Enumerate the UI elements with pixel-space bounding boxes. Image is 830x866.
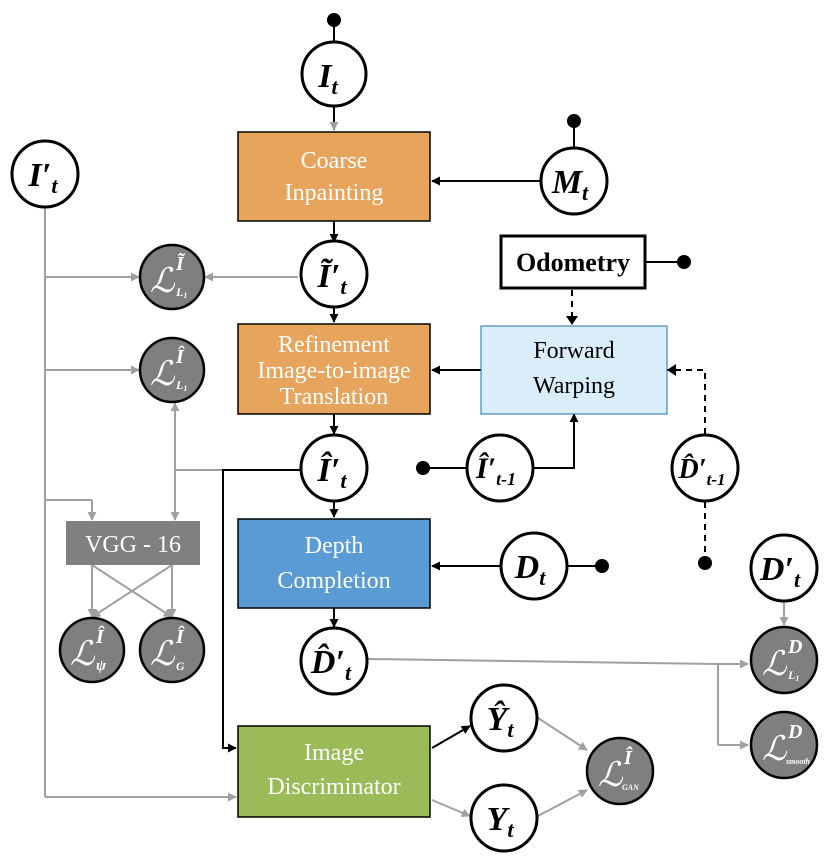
svg-text:ℒ: ℒ [70,634,96,674]
svg-text:Î′t: Î′t [317,451,348,493]
dashed-connections [571,290,706,562]
node-D-hat-prime-t-minus-1: D̂′t-1 [670,433,740,503]
odometry-label: Odometry [516,248,630,277]
node-D-prime-t: D′t [749,533,819,603]
svg-text:G: G [176,659,185,673]
svg-text:L1: L1 [175,285,187,300]
loss-g: ℒ Î G [138,616,206,684]
node-M-t: Mt [539,146,609,216]
svg-text:smooth: smooth [785,757,811,766]
node-I-hat-prime-t-minus-1: Î′t-1 [465,433,535,503]
svg-text:Dt: Dt [514,549,547,590]
svg-text:ℒ: ℒ [150,634,176,674]
node-I-tilde-prime-t: Ĩ′t [299,239,369,309]
svg-text:D̂′t: D̂′t [310,642,352,685]
node-I-hat-prime-t: Î′t [299,433,369,503]
forward-warping-block: Forward Warping [480,325,668,415]
svg-text:ℒ: ℒ [150,354,176,394]
vgg16-block: VGG - 16 [66,521,200,565]
svg-text:ℒ: ℒ [762,644,788,684]
svg-text:ℒ: ℒ [762,729,788,769]
coarse-inpainting-block: Coarse Inpainting [237,131,431,222]
svg-text:ψ: ψ [96,658,107,674]
refinement-block: Refinement Image-to-image Translation [237,323,431,415]
svg-text:D: D [787,721,802,743]
svg-text:Ĩ′t: Ĩ′t [317,258,348,299]
depth-completion-block: Depth Completion [237,518,431,609]
svg-text:GAN: GAN [622,783,640,792]
node-D-hat-prime-t: D̂′t [299,626,369,696]
svg-text:Ŷt: Ŷt [487,700,515,742]
coarse-label-line1: Coarse [301,148,368,174]
loss-gan: ℒ Î GAN [585,736,655,806]
terminal-dots [327,13,712,573]
coarse-label-line2: Inpainting [285,180,384,206]
loss-psi: ℒ Î ψ [58,616,126,684]
svg-text:Ĩ: Ĩ [175,252,186,275]
depth-label-line2: Completion [277,568,390,594]
node-Y-hat-t: Ŷt [469,683,539,753]
svg-text:Mt: Mt [551,164,589,205]
refinement-label-line2: Image-to-image [257,358,410,384]
disc-label-line2: Discriminator [267,774,400,800]
svg-text:Î: Î [175,624,185,648]
refinement-label-line1: Refinement [278,332,390,358]
black-connections [222,20,682,753]
svg-text:ℒ: ℒ [598,755,624,795]
warp-label-line1: Forward [533,338,614,364]
svg-text:ℒ: ℒ [150,261,176,301]
gray-connections [44,200,789,818]
svg-text:L1: L1 [175,378,187,393]
svg-text:Î: Î [175,344,185,368]
svg-text:It: It [317,58,338,99]
loss-d-smooth: ℒ D smooth [749,710,819,780]
disc-label-line1: Image [304,740,364,766]
svg-text:Î′t-1: Î′t-1 [475,452,516,489]
warp-label-line2: Warping [533,373,615,399]
node-I-prime-t: I′t [10,139,80,209]
node-I-t: It [300,40,368,108]
svg-text:L1: L1 [787,668,799,683]
loss-l1-tilde: ℒ Ĩ L1 [138,243,206,311]
svg-text:Yt: Yt [487,801,515,842]
loss-l1-hat: ℒ Î L1 [138,336,206,404]
svg-text:D′t: D′t [759,551,801,592]
loss-d-l1: ℒ D L1 [749,625,819,695]
image-discriminator-block: Image Discriminator [237,725,431,818]
refinement-label-line3: Translation [280,384,388,410]
odometry-block: Odometry [499,234,647,290]
vgg-label: VGG - 16 [85,532,181,558]
node-D-t: Dt [499,531,569,601]
svg-text:D̂′t-1: D̂′t-1 [678,453,726,489]
svg-text:Î: Î [623,745,633,769]
svg-text:Î: Î [95,624,105,648]
node-Y-t: Yt [469,783,539,853]
depth-label-line1: Depth [305,533,364,559]
svg-text:I′t: I′t [28,157,59,198]
svg-text:D: D [787,636,802,658]
